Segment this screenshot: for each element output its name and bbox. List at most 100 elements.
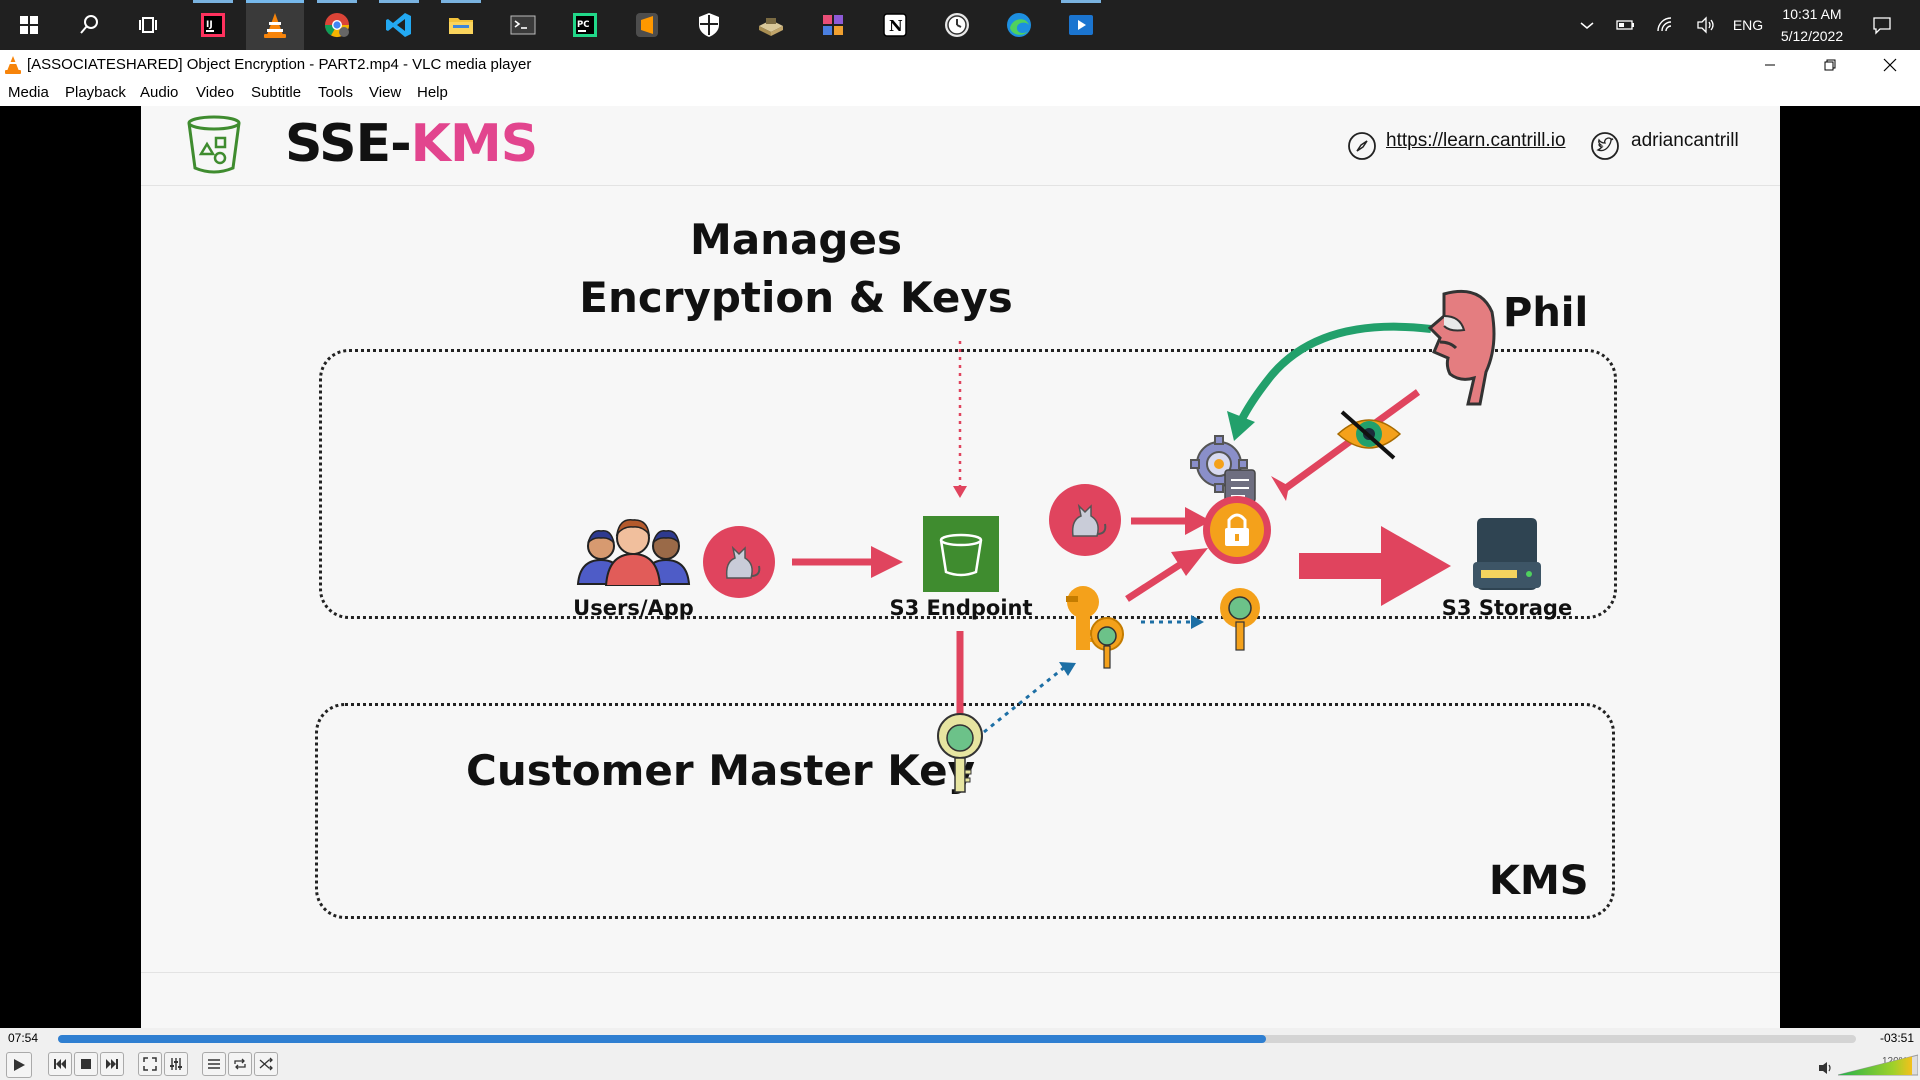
edge-icon [1007,13,1031,37]
slide-header: SSE-KMS https://learn.cantrill.io adrian… [141,106,1780,186]
taskbar-clock[interactable]: 10:31 AM 5/12/2022 [1772,3,1852,47]
language-indicator[interactable]: ENG [1732,17,1764,33]
taskbar-installer[interactable] [742,0,800,50]
taskbar-clock-app[interactable] [928,0,986,50]
twitter-handle: adriancantrill [1631,130,1739,151]
taskbar-notion[interactable]: N [866,0,924,50]
vscode-icon [386,13,411,37]
alarm-clock-icon [945,13,969,37]
playlist-button[interactable] [202,1052,226,1076]
taskbar-search-button[interactable] [60,0,118,50]
manages-line-2: Encryption & Keys [579,273,1013,322]
close-button[interactable] [1860,50,1920,80]
loop-button[interactable] [228,1052,252,1076]
video-area[interactable]: SSE-KMS https://learn.cantrill.io adrian… [0,106,1920,1028]
battery-button[interactable] [1610,0,1642,50]
phil-admin-head-icon [1427,289,1496,406]
taskbar-sublime[interactable] [618,0,676,50]
title-accent: KMS [410,114,538,174]
taskbar-app-grid[interactable] [804,0,862,50]
s3-service-boundary [319,349,1617,619]
menu-media[interactable]: Media [8,84,49,101]
volume-speaker-icon[interactable] [1818,1061,1834,1075]
slide-title: SSE-KMS [285,114,538,174]
notification-icon [1873,17,1891,35]
next-button[interactable] [100,1052,124,1076]
menu-playback[interactable]: Playback [65,84,126,101]
task-view-button[interactable] [120,0,178,50]
restore-icon [1824,59,1836,71]
users-app-label: Users/App [573,596,694,620]
wifi-icon [1657,17,1672,32]
windows-start-button[interactable] [0,0,58,50]
play-button[interactable] [6,1052,32,1078]
elapsed-time: 07:54 [8,1031,39,1045]
s3-storage-label: S3 Storage [1441,596,1573,620]
menu-bar: Media Playback Audio Video Subtitle Tool… [0,80,1920,106]
play-icon [14,1059,25,1071]
taskbar-edge[interactable] [990,0,1048,50]
remaining-time[interactable]: -03:51 [1879,1031,1914,1045]
skip-previous-icon [54,1059,66,1069]
sublime-text-icon [636,13,658,37]
extended-settings-button[interactable] [164,1052,188,1076]
package-icon [759,18,783,36]
task-view-icon [139,17,157,33]
svg-text:N: N [889,17,903,35]
data-keys-icon [1066,586,1124,669]
kms-service-boundary [315,703,1615,919]
seek-bar[interactable] [58,1035,1856,1043]
taskbar-media-player[interactable] [1052,0,1110,50]
users-group-icon [576,519,691,586]
s3-endpoint-bucket-icon [923,516,999,592]
network-button[interactable] [1650,0,1682,50]
phil-label: Phil [1503,290,1589,336]
shuffle-button[interactable] [254,1052,278,1076]
taskbar-vlc[interactable] [246,0,304,50]
title-prefix: SSE- [285,114,412,174]
encrypt-lock-gear-icon [1190,435,1271,564]
minimize-icon [1765,64,1775,66]
window-titlebar: [ASSOCIATESHARED] Object Encryption - PA… [0,50,1920,80]
menu-video[interactable]: Video [196,84,235,101]
plaintext-cat-object-icon [1049,484,1121,556]
chrome-icon [325,13,349,38]
action-center-button[interactable] [1862,0,1902,50]
menu-tools[interactable]: Tools [318,84,354,101]
volume-button[interactable] [1690,0,1722,50]
menu-view[interactable]: View [369,84,402,101]
taskbar-intellij[interactable]: IJ [184,0,242,50]
close-icon [1883,58,1897,72]
restore-button[interactable] [1800,50,1860,80]
seek-progress [58,1035,1267,1043]
kms-label: KMS [1489,858,1589,904]
taskbar-terminal[interactable] [494,0,552,50]
volume-slider[interactable] [1838,1054,1918,1076]
manages-heading: Manages Encryption & Keys [546,211,1046,327]
taskbar-file-explorer[interactable] [432,0,490,50]
s3-storage-drive-icon [1473,518,1541,590]
compass-icon [1348,132,1376,160]
taskbar-security[interactable] [680,0,738,50]
taskbar-vscode[interactable] [370,0,428,50]
menu-subtitle[interactable]: Subtitle [251,84,302,101]
player-controls: 07:54 -03:51 120% [0,1028,1920,1080]
shield-icon [699,13,719,37]
tray-overflow-button[interactable] [1572,0,1602,50]
menu-audio[interactable]: Audio [140,84,179,101]
intellij-icon: IJ [201,13,225,37]
menu-help[interactable]: Help [417,84,448,101]
vlc-cone-icon [5,56,21,74]
taskbar-pycharm[interactable]: PC [556,0,614,50]
taskbar-chrome[interactable] [308,0,366,50]
search-icon [80,15,98,34]
equalizer-icon [170,1058,182,1070]
minimize-button[interactable] [1740,50,1800,80]
slide: SSE-KMS https://learn.cantrill.io adrian… [141,106,1780,1028]
previous-button[interactable] [48,1052,72,1076]
stop-button[interactable] [74,1052,98,1076]
terminal-icon [510,15,536,35]
fullscreen-button[interactable] [138,1052,162,1076]
pycharm-icon: PC [573,13,597,37]
manages-line-1: Manages [690,215,902,264]
